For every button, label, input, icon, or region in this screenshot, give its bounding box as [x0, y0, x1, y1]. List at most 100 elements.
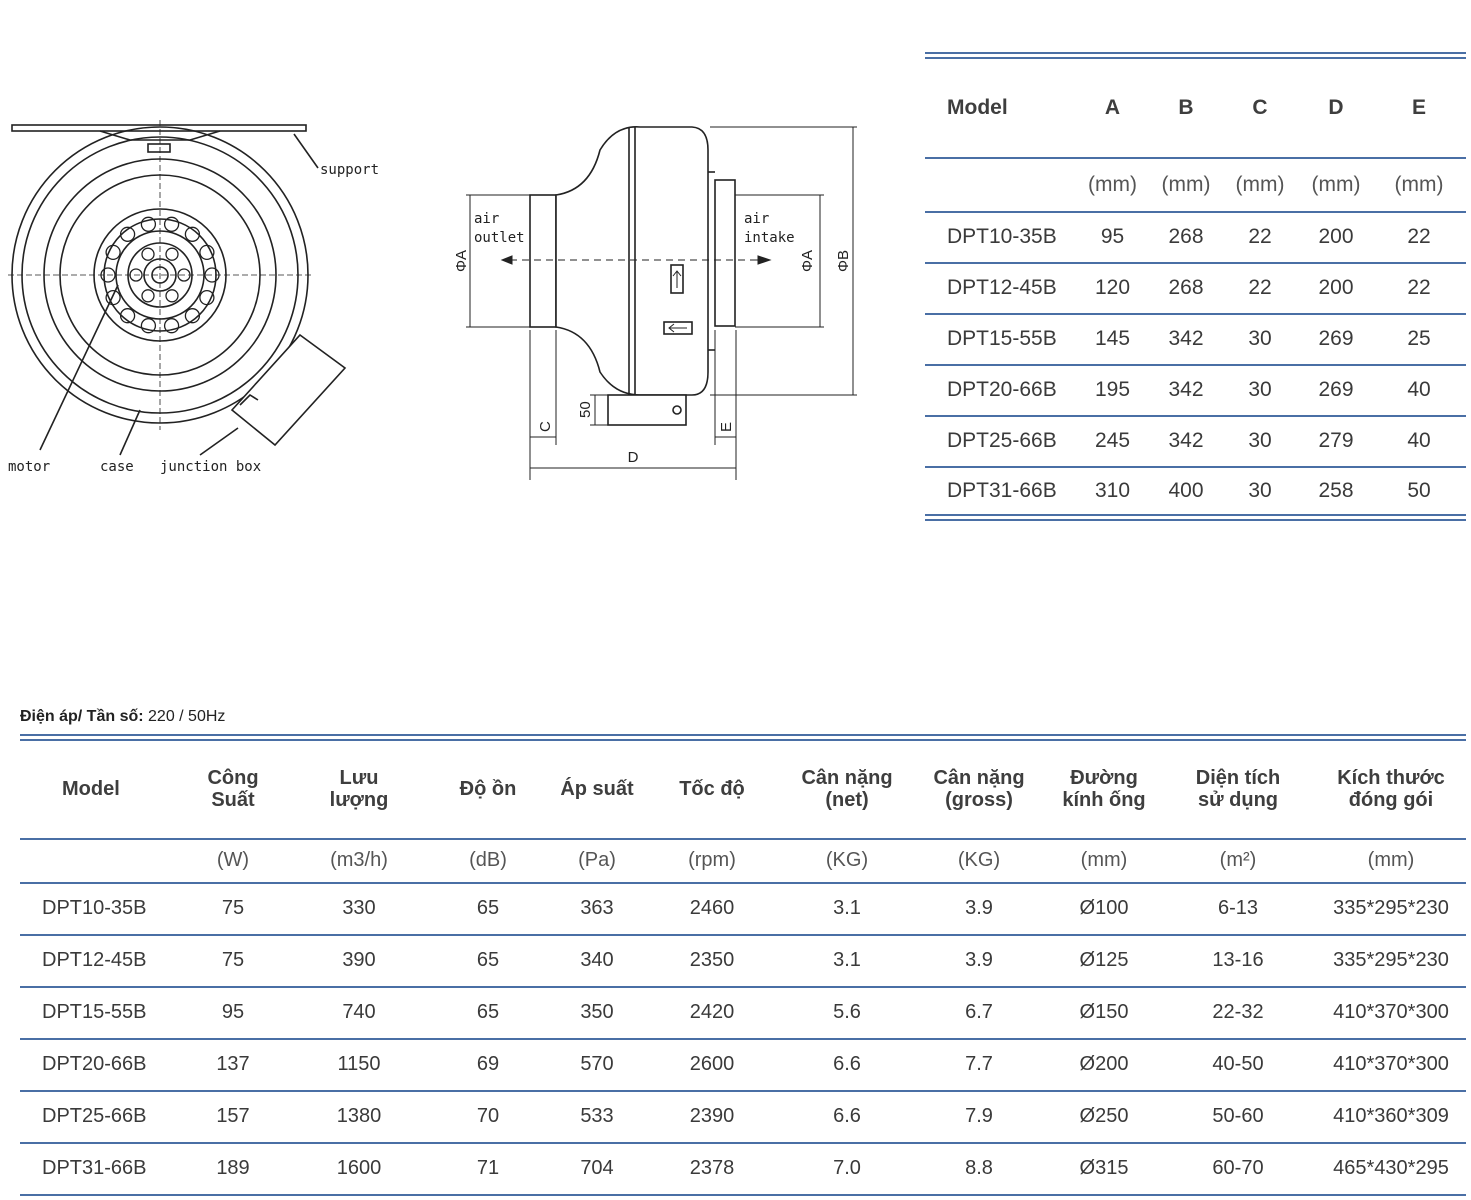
perf-value-cell: 533	[580, 1105, 614, 1127]
impeller-blade	[184, 308, 201, 324]
perf-value-cell: 71	[476, 1157, 500, 1179]
impeller-blade	[163, 318, 180, 334]
dim-phi-b: ΦB	[835, 250, 852, 272]
impeller-blade	[163, 216, 180, 232]
perf-value-cell: 6-13	[1217, 897, 1259, 919]
dim-header-cell: Model	[947, 95, 1008, 119]
perf-header-line: Độ ồn	[459, 778, 517, 801]
perf-value-cell: 350	[580, 1001, 614, 1023]
perf-value-cell: 6.6	[833, 1105, 861, 1127]
impeller-blade	[119, 226, 136, 242]
perf-value-cell: Ø315	[1079, 1157, 1129, 1179]
perf-header-line: sử dụng	[1197, 789, 1279, 812]
perf-value-cell: 704	[580, 1157, 614, 1179]
dim-unit-cell: (mm)	[1394, 172, 1444, 196]
perf-value-cell: 1600	[336, 1157, 382, 1179]
dim-header-cell: E	[1411, 95, 1426, 119]
side-view-drawing: air outlet air intake ΦA ΦA ΦB 50 C E D	[453, 126, 857, 480]
perf-value-cell: 65	[476, 897, 500, 919]
dim-unit-cell: (mm)	[1235, 172, 1285, 196]
dim-value-cell: 269	[1318, 327, 1354, 350]
model-cell: DPT31-66B	[42, 1157, 147, 1179]
perf-header-line: (gross)	[945, 789, 1013, 812]
perf-unit-cell: (rpm)	[688, 849, 736, 871]
dim-value-cell: 342	[1168, 429, 1204, 452]
dim-value-cell: 22	[1407, 276, 1431, 299]
perf-value-cell: 50-60	[1212, 1105, 1264, 1127]
impeller-blade	[140, 216, 157, 232]
perf-value-cell: Ø100	[1079, 897, 1129, 919]
perf-unit-cell: (KG)	[825, 849, 869, 871]
impeller-blade	[100, 267, 116, 283]
perf-value-cell: 2390	[689, 1105, 735, 1127]
perf-header-line: kính ống	[1062, 789, 1146, 812]
dim-value-cell: 120	[1094, 276, 1131, 299]
perf-value-cell: 8.8	[965, 1157, 993, 1179]
hub-hole	[165, 289, 179, 303]
perf-value-cell: 60-70	[1212, 1157, 1264, 1179]
perf-header-line: Kích thước	[1337, 767, 1445, 790]
perf-value-cell: 410*370*300	[1333, 1053, 1449, 1075]
perf-value-cell: 65	[476, 1001, 500, 1023]
perf-header-cell: Cân nặng(gross)	[910, 738, 1048, 839]
perf-header-line: Cân nặng	[933, 767, 1025, 790]
dim-c: C	[537, 421, 554, 432]
dim-value-cell: 30	[1248, 327, 1272, 350]
perf-header-line: Đường	[1070, 767, 1138, 790]
dim-value-cell: 310	[1094, 478, 1131, 502]
perf-value-cell: 2350	[689, 949, 735, 971]
perf-header-line: Áp suất	[560, 778, 634, 801]
dim-value-cell: 400	[1168, 478, 1204, 502]
dim-value-cell: 342	[1168, 327, 1204, 350]
perf-header-line: Công	[207, 767, 259, 790]
dim-value-cell: 279	[1318, 429, 1354, 452]
perf-value-cell: Ø150	[1079, 1001, 1129, 1023]
perf-value-cell: 363	[580, 897, 614, 919]
perf-header-line: Diện tích	[1195, 767, 1281, 790]
air-outlet-label-2: outlet	[474, 230, 525, 246]
perf-value-cell: 1380	[336, 1105, 382, 1127]
perf-unit-cell: (m²)	[1219, 849, 1257, 871]
dim-e: E	[718, 422, 735, 432]
dim-value-cell: 22	[1248, 225, 1272, 248]
perf-value-cell: 13-16	[1212, 949, 1264, 971]
perf-value-cell: 6.7	[965, 1001, 993, 1023]
model-cell: DPT10-35B	[42, 897, 147, 919]
front-view-drawing: support motor case junction box	[8, 120, 379, 475]
perf-value-cell: 330	[342, 897, 376, 919]
dim-unit-row: (mm)(mm)(mm)(mm)(mm)	[925, 158, 1466, 212]
impeller-blade	[105, 289, 121, 306]
dim-header-cell: A	[1104, 95, 1121, 119]
model-cell: DPT25-66B	[42, 1105, 147, 1127]
perf-value-cell: 465*430*295	[1333, 1157, 1449, 1179]
dim-d: D	[628, 449, 639, 466]
perf-value-cell: 2420	[689, 1001, 735, 1023]
dim-value-cell: 200	[1318, 225, 1354, 248]
perf-value-cell: 335*295*230	[1333, 897, 1449, 919]
support-label: support	[320, 162, 379, 178]
perf-value-cell: 40-50	[1212, 1053, 1264, 1075]
dim-phi-a-left: ΦA	[453, 250, 470, 272]
dim-value-cell: 269	[1318, 378, 1354, 401]
perf-value-cell: 1150	[337, 1053, 381, 1075]
perf-value-cell: Ø125	[1079, 949, 1129, 971]
perf-value-cell: 390	[342, 949, 376, 971]
perf-value-cell: Ø200	[1079, 1053, 1129, 1075]
dim-value-cell: 245	[1094, 429, 1131, 452]
perf-value-cell: 75	[221, 897, 245, 919]
perf-value-cell: 410*360*309	[1333, 1105, 1449, 1127]
impeller-blade	[105, 244, 121, 261]
perf-value-cell: 69	[476, 1053, 500, 1075]
